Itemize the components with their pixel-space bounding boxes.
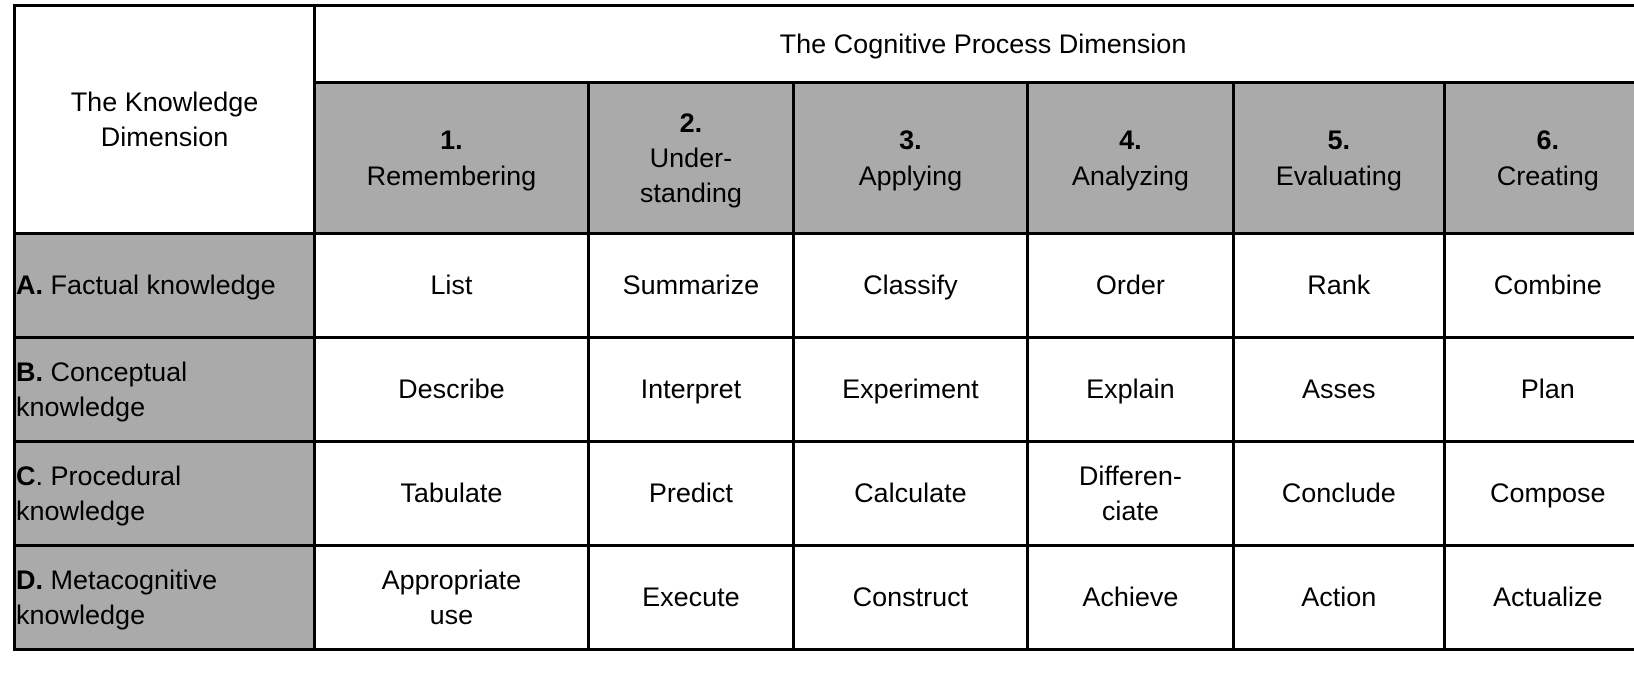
cell-procedural-understanding: Predict xyxy=(586,440,796,547)
cell-conceptual-remembering: Describe xyxy=(313,336,590,443)
row-letter: D. xyxy=(16,564,43,595)
cell-line1: Combine xyxy=(1493,270,1602,301)
column-label: Evaluating xyxy=(1275,160,1402,191)
cell-line1: Differen- xyxy=(1078,460,1182,491)
cell-line1: Conclude xyxy=(1281,478,1396,509)
column-number: 4. xyxy=(1119,125,1142,156)
cell-factual-analyzing: Order xyxy=(1025,232,1236,339)
cell-factual-applying: Classify xyxy=(792,232,1029,339)
cell-factual-remembering: List xyxy=(313,232,590,339)
cell-conceptual-understanding: Interpret xyxy=(586,336,796,443)
cell-line2: ciate xyxy=(1101,495,1159,526)
bloom-taxonomy-table: The Knowledge Dimension The Cognitive Pr… xyxy=(12,4,1634,651)
row-letter: A. xyxy=(16,270,43,301)
cell-line1: Interpret xyxy=(640,374,742,405)
cell-line1: Predict xyxy=(648,478,733,509)
row-label: . Procedural knowledge xyxy=(16,460,182,526)
cell-line1: Classify xyxy=(863,270,958,301)
cell-metacognitive-understanding: Execute xyxy=(586,544,796,651)
cell-line1: Rank xyxy=(1307,270,1371,301)
cell-line1: Order xyxy=(1095,270,1165,301)
column-label: Applying xyxy=(858,160,963,191)
table-row: D. Metacognitive knowledge Appropriate us… xyxy=(12,544,1634,651)
cell-procedural-creating: Compose xyxy=(1442,440,1634,547)
cell-line1: Explain xyxy=(1086,374,1175,405)
header-row-top: The Knowledge Dimension The Cognitive Pr… xyxy=(12,4,1634,235)
row-label: Conceptual knowledge xyxy=(16,356,188,422)
column-header-analyzing: 4. Analyzing xyxy=(1025,81,1236,235)
cell-line1: Experiment xyxy=(842,374,979,405)
cell-line1: Asses xyxy=(1302,374,1376,405)
column-label: Creating xyxy=(1496,160,1599,191)
row-header-factual: A. Factual knowledge xyxy=(12,232,317,339)
column-label: Under- xyxy=(649,143,733,174)
cell-line1: Calculate xyxy=(854,478,967,509)
cell-metacognitive-creating: Actualize xyxy=(1442,544,1634,651)
row-header-conceptual: B. Conceptual knowledge xyxy=(12,336,317,443)
row-header-metacognitive: D. Metacognitive knowledge xyxy=(12,544,317,651)
cell-line1: Describe xyxy=(398,374,505,405)
row-letter: C xyxy=(16,460,36,491)
column-number: 2. xyxy=(679,107,703,138)
taxonomy-table-container: The Knowledge Dimension The Cognitive Pr… xyxy=(12,4,1634,651)
cell-procedural-applying: Calculate xyxy=(792,440,1029,547)
cell-factual-creating: Combine xyxy=(1442,232,1634,339)
cell-line1: Achieve xyxy=(1082,582,1179,613)
cell-conceptual-applying: Experiment xyxy=(792,336,1029,443)
column-header-understanding: 2. Under- standing xyxy=(586,81,796,235)
cell-factual-understanding: Summarize xyxy=(586,232,796,339)
cell-metacognitive-analyzing: Achieve xyxy=(1025,544,1236,651)
cell-line1: Action xyxy=(1301,582,1377,613)
header-row-columns: 1. Remembering 2. Under- standing 3. App… xyxy=(15,81,1634,235)
cell-line1: Plan xyxy=(1520,374,1575,405)
row-label: Factual knowledge xyxy=(43,270,276,301)
cell-line1: Execute xyxy=(642,582,740,613)
cell-conceptual-evaluating: Asses xyxy=(1232,336,1446,443)
column-label: Remembering xyxy=(366,160,537,191)
cell-metacognitive-evaluating: Action xyxy=(1232,544,1446,651)
cell-line1: Summarize xyxy=(622,270,760,301)
row-label: Metacognitive knowledge xyxy=(16,564,218,630)
column-header-applying: 3. Applying xyxy=(792,81,1029,235)
cell-line1: Construct xyxy=(852,582,969,613)
knowledge-dimension-header: The Knowledge Dimension xyxy=(12,4,317,235)
cell-metacognitive-remembering: Appropriate use xyxy=(313,544,590,651)
cell-line1: Actualize xyxy=(1493,582,1603,613)
cell-procedural-evaluating: Conclude xyxy=(1232,440,1446,547)
column-header-creating: 6. Creating xyxy=(1442,81,1634,235)
column-header-evaluating: 5. Evaluating xyxy=(1232,81,1446,235)
column-label-line2: standing xyxy=(639,178,742,209)
row-letter: B. xyxy=(16,356,43,387)
cell-factual-evaluating: Rank xyxy=(1232,232,1446,339)
table-row: A. Factual knowledge List Summarize Clas… xyxy=(12,232,1634,339)
cell-conceptual-analyzing: Explain xyxy=(1025,336,1236,443)
cell-conceptual-creating: Plan xyxy=(1442,336,1634,443)
column-label: Analyzing xyxy=(1071,160,1189,191)
column-number: 3. xyxy=(899,125,922,156)
table-row: C. Procedural knowledge Tabulate Predict… xyxy=(12,440,1634,547)
cell-metacognitive-applying: Construct xyxy=(792,544,1029,651)
cell-line1: Compose xyxy=(1490,478,1606,509)
table-row: B. Conceptual knowledge Describe Interpr… xyxy=(12,336,1634,443)
row-header-procedural: C. Procedural knowledge xyxy=(12,440,317,547)
cell-line1: Appropriate xyxy=(381,564,522,595)
cognitive-process-header: The Cognitive Process Dimension xyxy=(313,4,1634,84)
column-header-remembering: 1. Remembering xyxy=(313,81,590,235)
column-number: 1. xyxy=(440,125,463,156)
cell-line2: use xyxy=(429,599,474,630)
cell-procedural-remembering: Tabulate xyxy=(313,440,590,547)
cell-procedural-analyzing: Differen-ciate xyxy=(1025,440,1236,547)
column-number: 6. xyxy=(1536,125,1560,156)
cell-line1: List xyxy=(430,270,473,301)
column-number: 5. xyxy=(1327,125,1351,156)
cell-line1: Tabulate xyxy=(400,478,503,509)
